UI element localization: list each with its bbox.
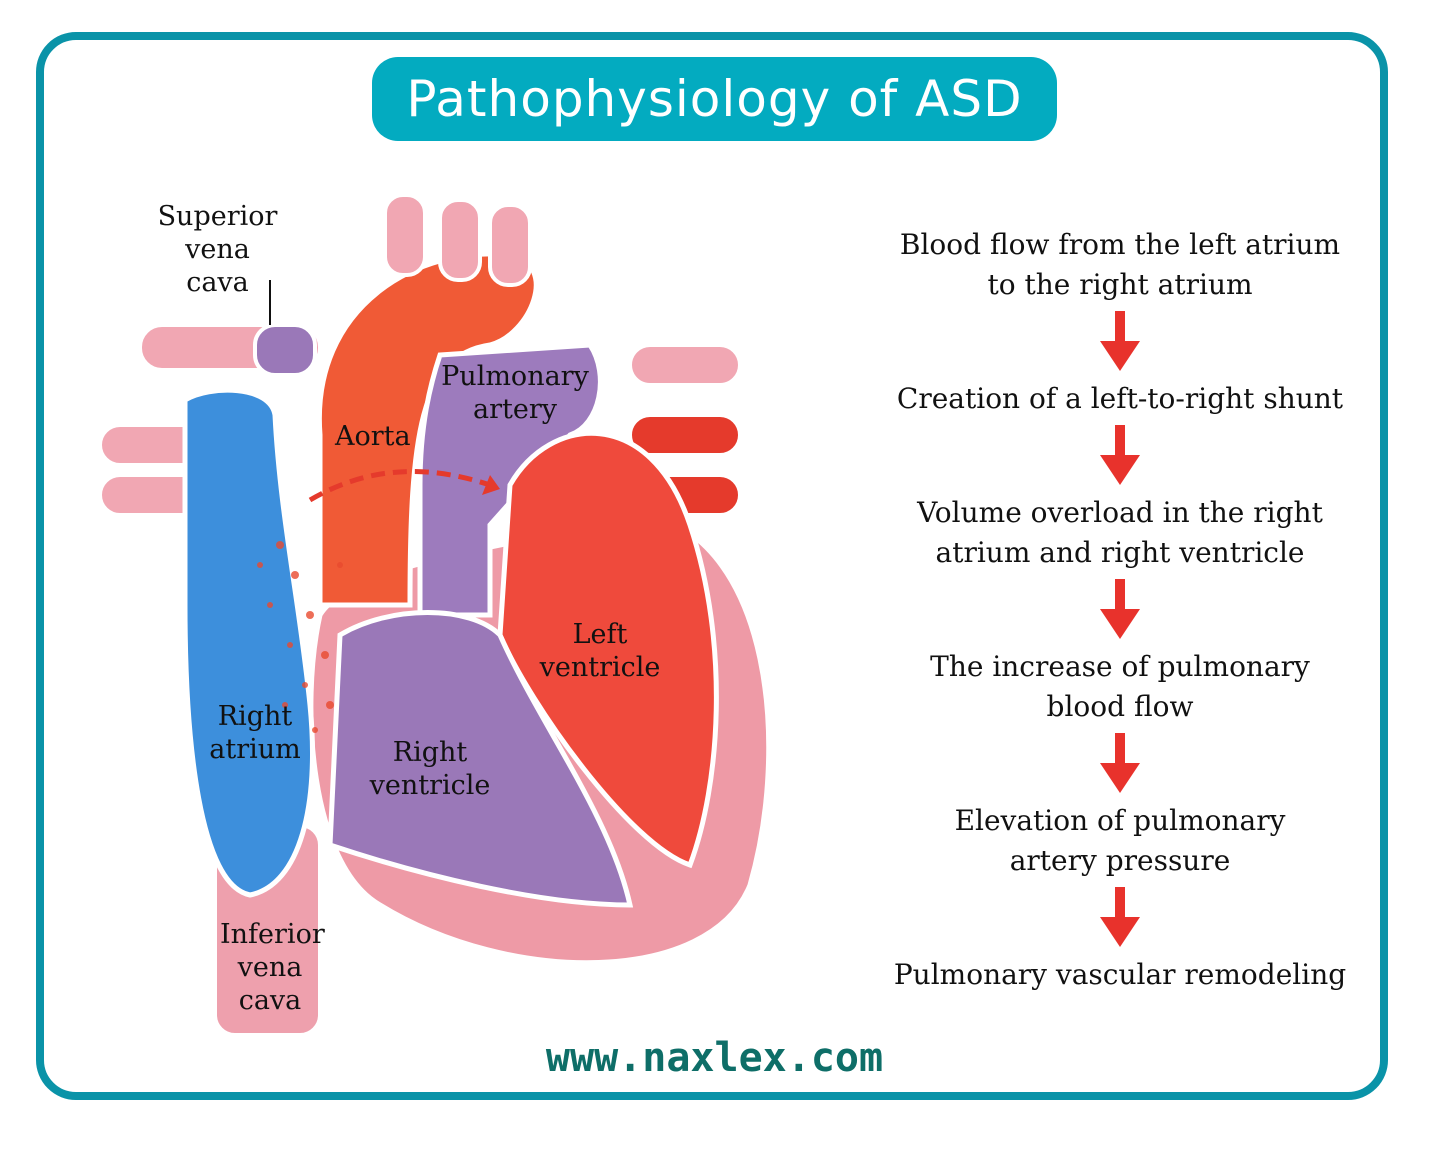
label-inferior-vena-cava: Inferior vena cava	[220, 919, 325, 1016]
heart-illustration	[98, 193, 772, 1037]
down-arrow-icon	[1100, 887, 1140, 947]
page-title: Pathophysiology of ASD	[372, 57, 1057, 141]
flow-step: Pulmonary vascular remodeling	[893, 958, 1347, 991]
down-arrow-icon	[1100, 733, 1140, 793]
down-arrow-icon	[1100, 579, 1140, 639]
flow-step: The increase of pulmonary blood flow	[930, 650, 1310, 723]
label-left-ventricle: Left ventricle	[539, 619, 661, 683]
website-link[interactable]: www.naxlex.com	[545, 1035, 884, 1081]
down-arrow-icon	[1100, 425, 1140, 485]
flow-step: Volume overload in the right atrium and …	[917, 496, 1323, 569]
label-superior-vena-cava: Superior vena cava	[157, 201, 278, 298]
flow-step: Blood flow from the left atrium to the r…	[899, 228, 1341, 301]
label-right-atrium: Right atrium	[209, 701, 301, 765]
label-aorta: Aorta	[335, 421, 411, 452]
flow-step: Creation of a left-to-right shunt	[896, 382, 1344, 415]
pathophysiology-flowchart: Blood flow from the left atrium to the r…	[870, 225, 1370, 995]
shunt-arrow	[308, 468, 491, 503]
label-right-ventricle: Right ventricle	[369, 737, 491, 801]
label-pulmonary-artery: Pulmonary artery	[441, 361, 589, 425]
flow-step: Elevation of pulmonary artery pressure	[954, 804, 1286, 877]
down-arrow-icon	[1100, 311, 1140, 371]
